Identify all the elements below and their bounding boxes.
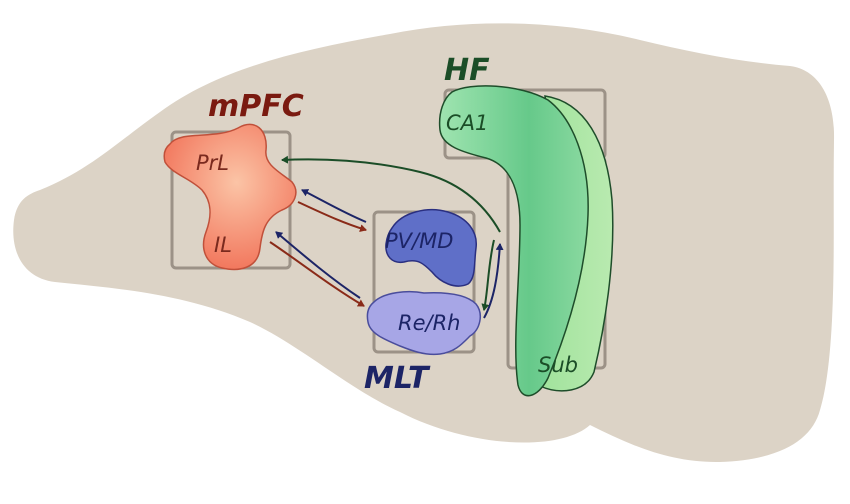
arrow-mpfc-to-pvmd [297, 201, 367, 233]
mlt-title: MLT [364, 361, 431, 396]
sub-label: Sub [538, 353, 578, 377]
mpfc-shape [163, 123, 297, 271]
rerh-shape [366, 290, 482, 356]
mpfc-title: mPFC [208, 89, 304, 124]
arrow-il-to-rerh [269, 241, 365, 307]
pvmd-shape [385, 209, 477, 287]
arrow-rerh-to-il [275, 231, 361, 299]
hf-title: HF [444, 53, 490, 88]
rerh-label: Re/Rh [398, 311, 461, 335]
arrow-hf-to-prl [281, 155, 501, 233]
arrow-rerh-to-hf [483, 243, 504, 319]
il-label: IL [214, 233, 232, 257]
arrow-hf-to-rerh [481, 239, 495, 311]
pvmd-label: PV/MD [385, 229, 453, 253]
arrow-pvmd-to-mpfc [301, 189, 367, 223]
ca1-label: CA1 [446, 111, 488, 135]
ca1-shape [438, 85, 589, 397]
prl-label: PrL [196, 151, 229, 175]
